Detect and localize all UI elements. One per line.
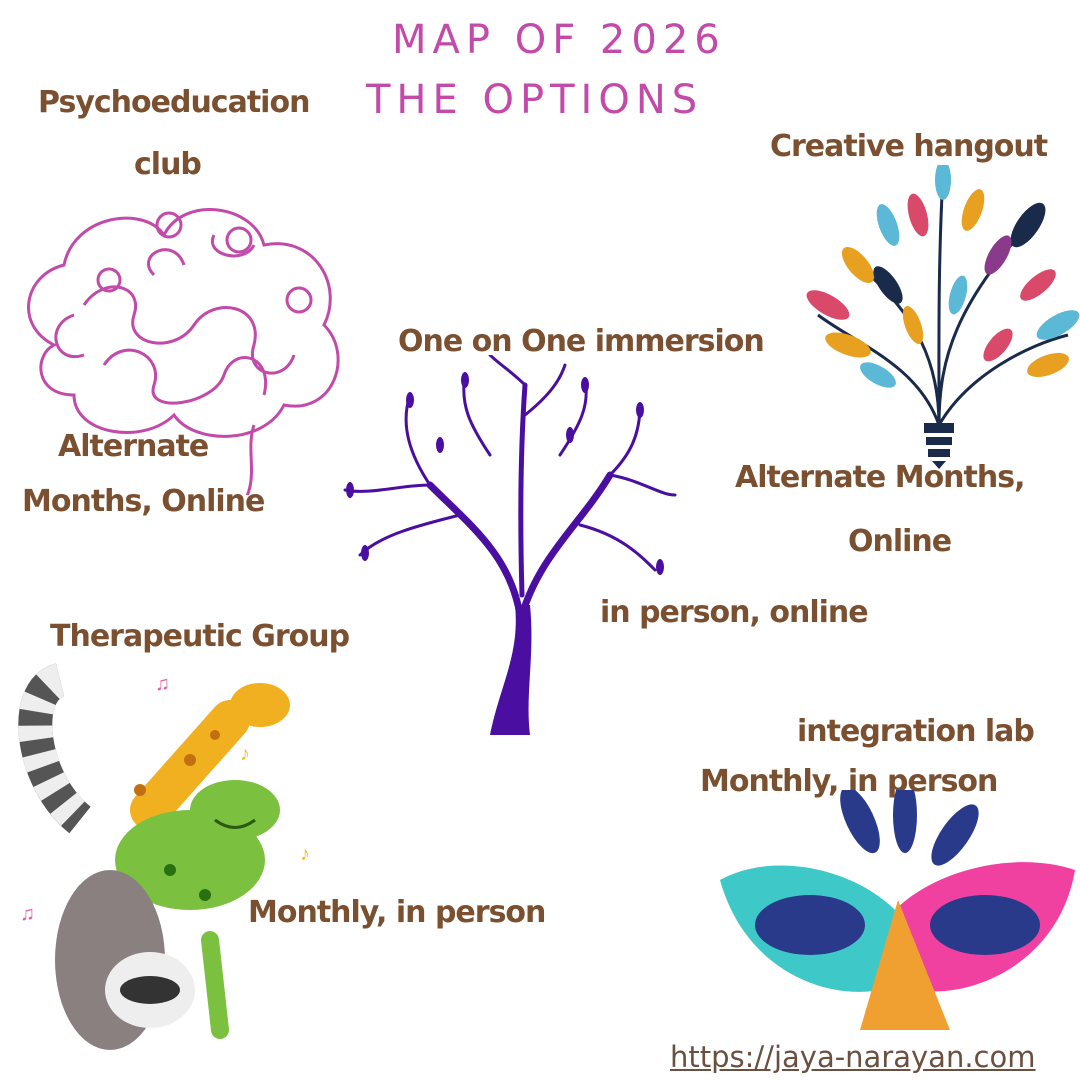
brain-icon xyxy=(27,208,340,495)
svg-text:♫: ♫ xyxy=(20,903,35,925)
title-line-2: THE OPTIONS xyxy=(366,77,704,123)
dancing-animals-icon: ♫ ♪ ♫ ♪ xyxy=(18,663,310,1050)
therapeutic-schedule: Monthly, in person xyxy=(248,895,546,930)
psychoeducation-name-1: Psychoeducation xyxy=(38,85,310,120)
one-on-one-schedule: in person, online xyxy=(600,595,869,630)
carnival-mask-icon xyxy=(720,790,1075,1030)
creative-schedule-2: Online xyxy=(848,524,952,559)
website-link[interactable]: https://jaya-narayan.com xyxy=(670,1040,1036,1074)
lightbulb-leaves-icon xyxy=(806,165,1080,469)
svg-text:♫: ♫ xyxy=(155,673,170,695)
svg-text:♪: ♪ xyxy=(300,843,310,865)
title-line-1: MAP OF 2026 xyxy=(392,17,726,63)
tree-icon xyxy=(343,355,677,735)
svg-text:♪: ♪ xyxy=(240,743,250,765)
psychoeducation-schedule-2: Months, Online xyxy=(22,484,265,519)
creative-schedule-1: Alternate Months, xyxy=(735,460,1025,495)
therapeutic-name: Therapeutic Group xyxy=(50,619,350,654)
creative-name: Creative hangout xyxy=(770,129,1048,164)
one-on-one-name: One on One immersion xyxy=(398,324,765,359)
psychoeducation-schedule-1: Alternate xyxy=(58,429,209,464)
integration-name: integration lab xyxy=(797,714,1035,749)
psychoeducation-name-2: club xyxy=(134,147,202,182)
